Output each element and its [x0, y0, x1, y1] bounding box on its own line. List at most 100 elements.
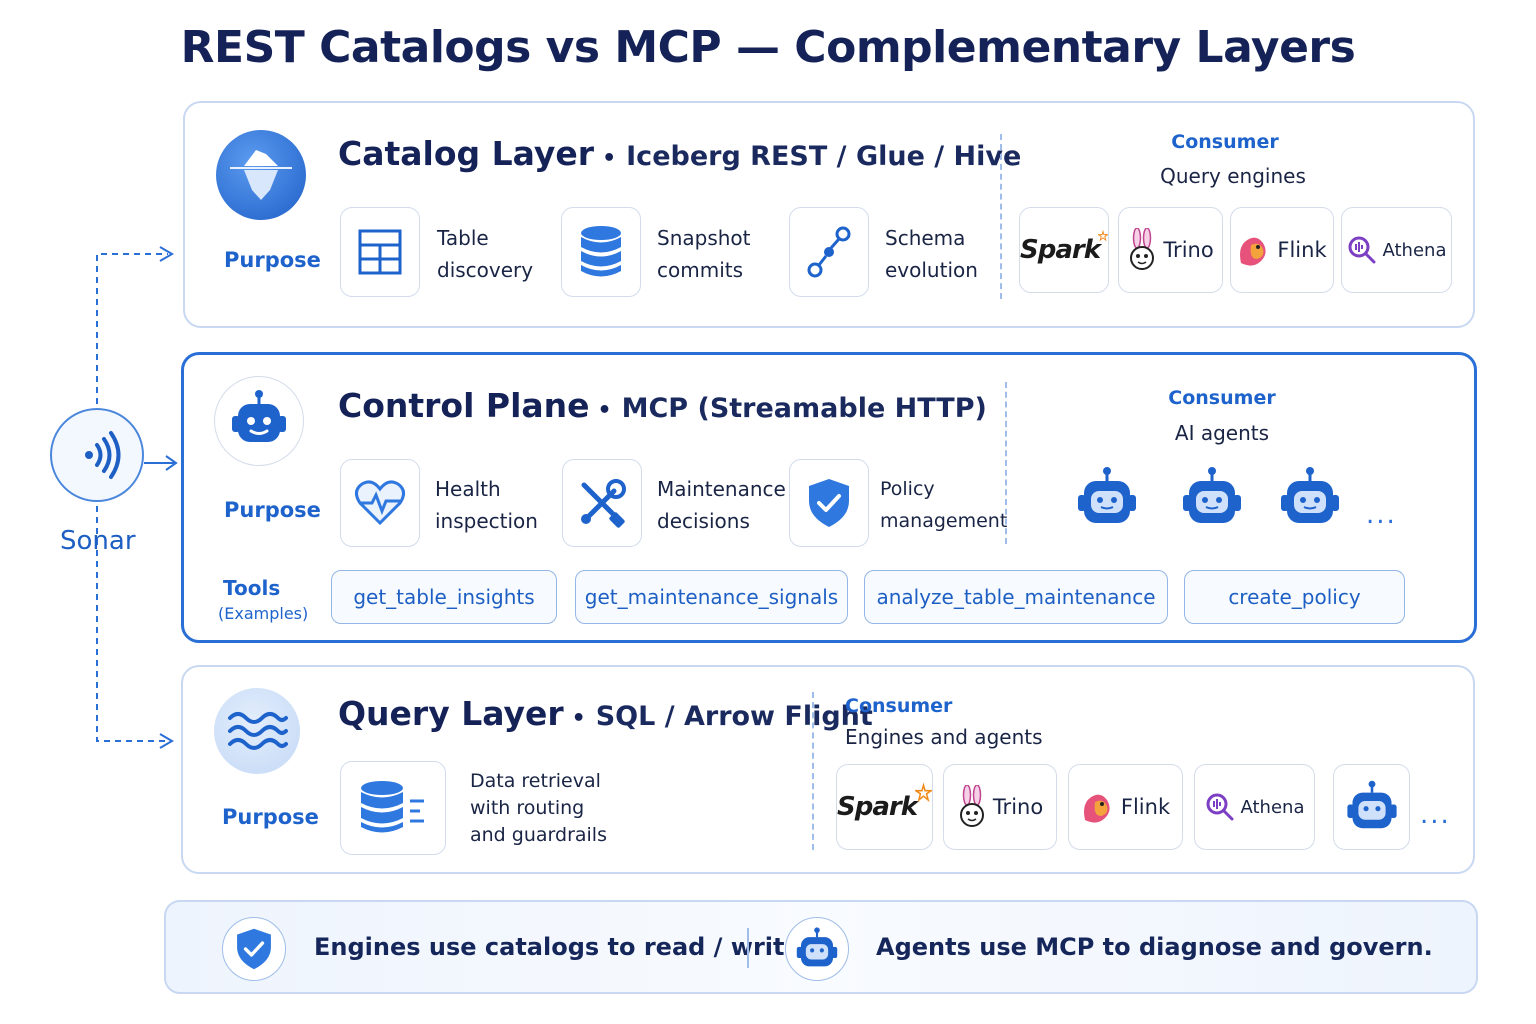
health-inspection-text: Health inspection — [435, 473, 538, 537]
policy-management-box — [789, 459, 869, 547]
divider — [1005, 382, 1007, 544]
data-retrieval-text: Data retrieval with routing and guardrai… — [470, 768, 607, 849]
iceberg-icon — [216, 130, 306, 220]
control-title-text: Control Plane — [338, 386, 590, 425]
engine-spark: Spark — [836, 764, 933, 850]
athena-label: Athena — [1382, 239, 1447, 261]
feature-line: evolution — [885, 258, 978, 282]
shield-check-icon — [809, 479, 849, 527]
catalog-title-text: Catalog Layer — [338, 134, 595, 173]
tool-analyze-table-maintenance[interactable]: analyze_table_maintenance — [864, 570, 1168, 624]
tool-get-maintenance-signals[interactable]: get_maintenance_signals — [575, 570, 848, 624]
feature-line: Policy — [880, 478, 935, 500]
trino-label: Trino — [992, 795, 1044, 819]
athena-search-icon — [1206, 793, 1233, 821]
agent-robot-icon — [1078, 467, 1136, 523]
athena-search-icon — [1348, 236, 1375, 264]
spark-label: Spark — [837, 792, 918, 822]
control-purpose-label: Purpose — [224, 498, 321, 522]
engine-flink: Flink — [1230, 207, 1334, 293]
flink-squirrel-icon — [1083, 794, 1110, 823]
feature-line: discovery — [437, 258, 534, 282]
query-purpose-label: Purpose — [222, 805, 319, 829]
waves-icon — [214, 688, 300, 774]
trino-bunny-icon — [1130, 228, 1155, 270]
spark-logo-icon — [915, 782, 932, 803]
feature-line: management — [880, 510, 1008, 532]
control-plane-title: Control Plane • MCP (Streamable HTTP) — [338, 386, 987, 425]
robot-icon — [1346, 780, 1397, 829]
agent-robot-icon — [1281, 467, 1339, 523]
sonar-label: Sonar — [60, 526, 136, 556]
page-title: REST Catalogs vs MCP — Complementary Lay… — [180, 22, 1356, 73]
trino-label: Trino — [1163, 238, 1214, 262]
control-consumer-heading: Consumer — [1168, 387, 1276, 409]
bullet-separator: • — [602, 146, 617, 171]
health-inspection-box — [340, 459, 420, 547]
table-discovery-box — [340, 207, 420, 297]
flink-label: Flink — [1120, 795, 1171, 819]
tools-sub-label: (Examples) — [218, 604, 309, 623]
robot-icon — [214, 376, 304, 466]
wrench-screwdriver-icon — [581, 479, 626, 528]
feature-line: Health — [435, 477, 501, 501]
catalog-consumer-text: Query engines — [1160, 164, 1306, 188]
database-icon — [581, 226, 621, 277]
schema-evolution-text: Schema evolution — [885, 222, 978, 286]
feature-line: commits — [657, 258, 744, 282]
data-retrieval-box — [340, 761, 446, 855]
feature-line: and guardrails — [470, 824, 607, 846]
divider — [1000, 134, 1002, 299]
database-routing-icon — [361, 781, 424, 833]
heart-pulse-icon — [355, 480, 405, 526]
query-title-text: Query Layer — [338, 694, 564, 733]
athena-label: Athena — [1240, 796, 1305, 818]
feature-line: decisions — [657, 509, 750, 533]
maintenance-decisions-text: Maintenance decisions — [657, 473, 786, 537]
engine-flink: Flink — [1068, 764, 1183, 850]
engine-athena: Athena — [1194, 764, 1315, 850]
trino-bunny-icon — [959, 785, 984, 827]
catalog-layer-title: Catalog Layer • Iceberg REST / Glue / Hive — [338, 134, 1021, 173]
footer-divider — [747, 928, 749, 968]
snapshot-commits-text: Snapshot commits — [657, 222, 751, 286]
feature-line: with routing — [470, 797, 585, 819]
engine-trino: Trino — [1118, 207, 1223, 293]
query-subtitle: SQL / Arrow Flight — [595, 701, 873, 732]
schema-evolution-icon — [807, 226, 851, 278]
feature-line: Table — [437, 226, 489, 250]
catalog-subtitle: Iceberg REST / Glue / Hive — [626, 141, 1022, 172]
divider — [812, 692, 814, 850]
bullet-separator: • — [597, 398, 612, 423]
robot-icon — [785, 917, 849, 981]
footer-right-text: Agents use MCP to diagnose and govern. — [876, 933, 1433, 961]
feature-line: Data retrieval — [470, 770, 601, 792]
wireless-signal-icon — [85, 431, 121, 479]
shield-check-icon — [222, 917, 286, 981]
feature-line: Snapshot — [657, 226, 751, 250]
tool-get-table-insights[interactable]: get_table_insights — [331, 570, 557, 624]
more-consumers-ellipsis: ... — [1420, 800, 1451, 830]
catalog-purpose-label: Purpose — [224, 248, 321, 272]
query-consumer-text: Engines and agents — [845, 725, 1043, 749]
table-grid-icon — [358, 229, 402, 275]
maintenance-decisions-box — [562, 459, 642, 547]
policy-management-text: Policy management — [880, 473, 1007, 537]
control-subtitle: MCP (Streamable HTTP) — [621, 393, 987, 424]
feature-line: Schema — [885, 226, 966, 250]
tool-create-policy[interactable]: create_policy — [1184, 570, 1405, 624]
flink-label: Flink — [1277, 238, 1327, 262]
agent-robot-icon — [1183, 467, 1241, 523]
bullet-separator: • — [571, 706, 586, 731]
catalog-consumer-heading: Consumer — [1171, 131, 1279, 153]
table-discovery-text: Table discovery — [437, 222, 533, 286]
tools-label: Tools — [223, 576, 281, 600]
more-agents-ellipsis: ... — [1366, 500, 1397, 530]
engine-spark: Spark — [1019, 207, 1109, 293]
feature-line: inspection — [435, 509, 538, 533]
engine-trino: Trino — [943, 764, 1057, 850]
engine-athena: Athena — [1341, 207, 1452, 293]
spark-logo-icon — [1098, 229, 1108, 242]
sonar-node — [50, 408, 144, 502]
